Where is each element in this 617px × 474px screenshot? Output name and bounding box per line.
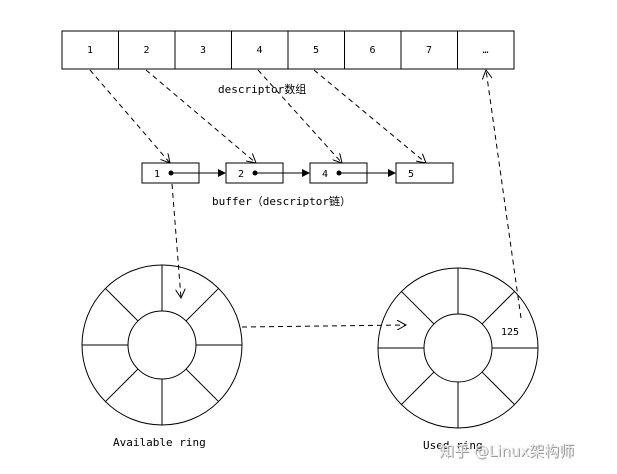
ring-slot-divider xyxy=(105,288,139,322)
link-desc2-to-buf2 xyxy=(145,69,256,163)
buffer-chain-label: buffer（descriptor链） xyxy=(212,194,351,208)
descriptor-cell-label: 3 xyxy=(200,45,206,56)
descriptor-cell-label: … xyxy=(482,45,488,56)
used-ring xyxy=(377,267,539,429)
descriptor-array-label: descriptor数组 xyxy=(218,82,306,96)
descriptor-cell: 7 xyxy=(400,30,458,70)
link-desc4-to-buf4 xyxy=(257,69,342,163)
ring-slot-divider xyxy=(401,291,435,325)
descriptor-array: 1 2 3 4 5 6 7 … xyxy=(61,30,515,70)
link-desc1-to-buf1 xyxy=(89,69,170,163)
ring-inner xyxy=(127,310,197,380)
watermark: 知乎 @Linux架构师 xyxy=(439,442,574,460)
link-desc5-to-buf5 xyxy=(313,69,426,163)
link-used-ring-to-descriptor xyxy=(486,70,522,319)
ring-slot-divider xyxy=(185,368,219,402)
buffer-node-label: 4 xyxy=(322,169,328,180)
descriptor-cell-label: 4 xyxy=(256,45,262,56)
descriptor-cell: 6 xyxy=(344,30,402,70)
buffer-node-label: 5 xyxy=(408,169,414,180)
link-buffer-to-available-ring xyxy=(171,183,181,298)
descriptor-cell-label: 7 xyxy=(426,45,432,56)
ring-slot-divider xyxy=(105,368,139,402)
link-available-to-used-ring xyxy=(241,325,406,327)
ring-slot-divider xyxy=(185,288,219,322)
buffer-node-label: 2 xyxy=(238,169,244,180)
ring-slot-divider xyxy=(401,371,435,405)
available-ring xyxy=(81,264,243,426)
descriptor-cell-label: 5 xyxy=(313,45,319,56)
buffer-chain: 1 2 4 5 xyxy=(141,162,454,184)
available-ring-label: Available ring xyxy=(113,436,206,449)
watermark-shadow: 知乎 @Linux架构师 xyxy=(440,443,575,461)
descriptor-cell: … xyxy=(457,30,515,70)
ring-slot-divider xyxy=(481,291,515,325)
descriptor-cell-label: 6 xyxy=(369,45,375,56)
descriptor-cell-label: 2 xyxy=(143,45,149,56)
descriptor-cell: 3 xyxy=(174,30,232,70)
buffer-node: 5 xyxy=(395,162,454,184)
used-ring-label: Used ring xyxy=(423,439,483,452)
descriptor-cell: 2 xyxy=(118,30,176,70)
used-ring-slot-value: 125 xyxy=(501,327,519,338)
descriptor-cell: 4 xyxy=(231,30,289,70)
ring-inner xyxy=(423,313,493,383)
buffer-node-label: 1 xyxy=(154,169,160,180)
descriptor-cell: 1 xyxy=(61,30,119,70)
descriptor-cell: 5 xyxy=(287,30,345,70)
descriptor-cell-label: 1 xyxy=(87,45,93,56)
ring-slot-divider xyxy=(481,371,515,405)
